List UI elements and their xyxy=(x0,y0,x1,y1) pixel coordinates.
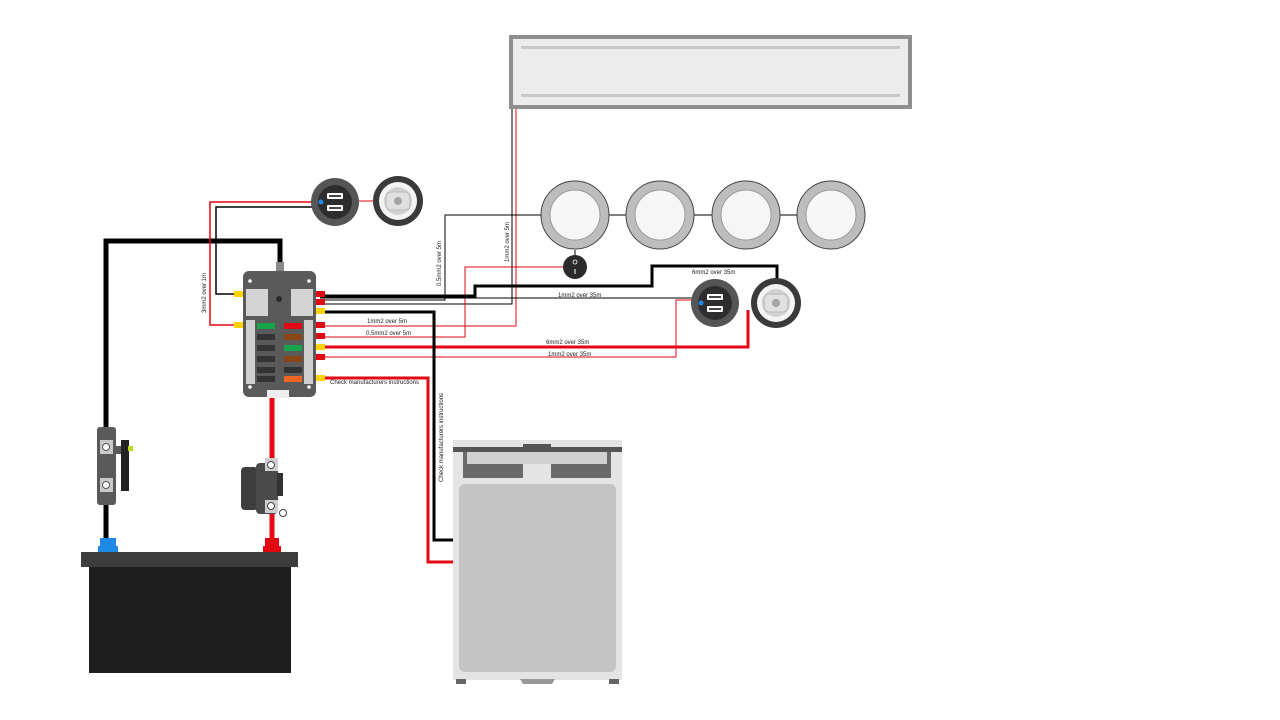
fridge-positive-label: Check manufacturers instructions xyxy=(330,380,419,386)
usb-led-icon xyxy=(698,300,704,306)
led-strip-label: 1mm2 over 5m xyxy=(505,222,511,262)
usb-top-negative-wire xyxy=(215,206,320,295)
wires xyxy=(103,108,797,564)
fridge-negative-wire xyxy=(320,310,453,542)
fuse-block xyxy=(234,262,325,398)
fridge-positive-wire xyxy=(320,376,453,564)
led-strip-light xyxy=(509,35,912,109)
usb-mid-negative-label: 1mm2 over 5m xyxy=(367,319,407,325)
spot-lights-negative-wire xyxy=(320,214,542,301)
usb-top-positive-wire xyxy=(209,201,322,326)
spot-lights-positive-wire xyxy=(320,266,563,338)
socket-top-label: 6mm2 over 35m xyxy=(692,270,735,276)
light-switch xyxy=(563,255,587,279)
usb-socket-top xyxy=(311,178,359,226)
usb-socket-right xyxy=(691,279,739,327)
spot-lights xyxy=(540,180,866,250)
usb-right-positive-wire xyxy=(320,299,700,358)
usb-led-icon xyxy=(318,199,324,205)
spot-light-3 xyxy=(711,180,781,250)
12v-socket-top xyxy=(373,176,423,226)
battery xyxy=(81,538,298,673)
spot-light-4 xyxy=(796,180,866,250)
fridge xyxy=(453,440,622,684)
battery-isolator-switch xyxy=(97,427,133,505)
lights-negative-label: 0.5mm2 over 5m xyxy=(366,331,411,337)
fridge-negative-label: Check manufacturers instructions xyxy=(439,393,445,482)
led-strip-positive-wire xyxy=(320,108,517,327)
aux-supply-label: 3mm2 over 1m xyxy=(202,273,208,313)
main-negative-wire xyxy=(103,238,283,552)
led-strip-negative-wire xyxy=(320,108,513,305)
spot-lights-label: 0.5mm2 over 5m xyxy=(437,241,443,286)
usb-right-positive-label: 1mm2 over 35m xyxy=(558,293,601,299)
wire-labels: 3mm2 over 1m 1mm2 over 5m 0.5mm2 over 5m… xyxy=(202,222,735,482)
socket-positive-heavy-wire xyxy=(320,310,750,349)
socket-negative-heavy-wire xyxy=(320,264,779,298)
12v-socket-right xyxy=(751,278,801,328)
spot-light-2 xyxy=(625,180,695,250)
inline-fuse xyxy=(241,458,287,517)
spot-light-1 xyxy=(540,180,610,250)
socket-positive-label: 6mm2 over 35m xyxy=(546,340,589,346)
socket-negative-label: 1mm2 over 35m xyxy=(548,352,591,358)
